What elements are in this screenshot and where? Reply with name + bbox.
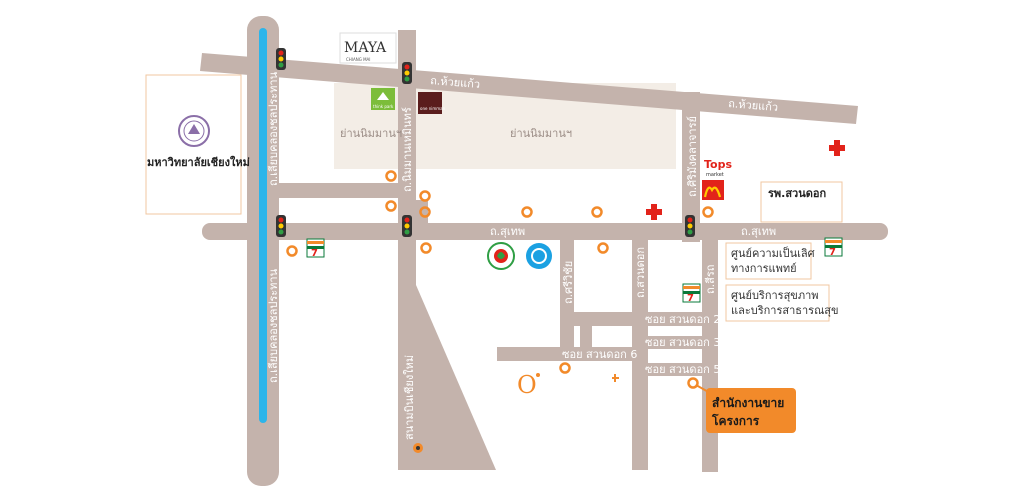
poi-marker (385, 170, 397, 182)
poi-marker (419, 190, 431, 202)
label-nimman-road: ถ.นิมมานเหมินทร์ (401, 107, 414, 192)
canal (259, 28, 267, 423)
road-soi-6 (497, 347, 648, 361)
seven-eleven-1: 7 (306, 238, 325, 259)
label-airport: สนามบินเชียงใหม่ (403, 355, 416, 440)
label-nimman-zone-1: ย่านนิมมานฯ (340, 127, 402, 140)
traffic-lights (276, 48, 695, 237)
medical-center-box (725, 242, 812, 280)
tops-sub: market (706, 172, 724, 178)
svg-text:7: 7 (829, 247, 836, 258)
one-nimman-text: one nimman (420, 106, 446, 111)
university-logo (178, 115, 210, 147)
label-medical-center-2: ทางการแพทย์ (731, 262, 797, 275)
label-medical-center-1: ศูนย์ความเป็นเลิศ (731, 246, 815, 260)
road-sirimangkalajarn (682, 92, 700, 242)
maya-subtitle: CHIANG MAI (346, 57, 370, 62)
label-nimman-zone-2: ย่านนิมมานฯ (510, 127, 572, 140)
label-soi-5: ซอย สวนดอก 5 (645, 363, 720, 376)
traffic-light-5 (685, 215, 695, 237)
hospital-cross-1 (829, 140, 845, 156)
road-connector-1 (279, 183, 399, 198)
label-university: มหาวิทยาลัยเชียงใหม่ (147, 155, 250, 169)
o-logo-dot (536, 373, 540, 377)
poi-marker (521, 206, 533, 218)
road-soi-3 (632, 336, 718, 349)
suan-dok-hospital-box (760, 181, 843, 223)
seven-eleven-logos: 7 7 7 (306, 237, 843, 304)
label-sirimangkalajarn: ถ.ศิริมังคลาจารย์ (686, 116, 699, 197)
think-park-text: think park (373, 104, 394, 109)
health-center-box (725, 284, 830, 322)
label-huay-kaew-2: ถ.ห้วยแก้ว (728, 97, 779, 114)
mcdonalds-logo (702, 180, 724, 200)
think-park-logo: think park (371, 88, 395, 110)
poi-marker (385, 200, 397, 212)
airport-marker-center (416, 446, 420, 450)
seven-eleven-3: 7 (682, 283, 701, 304)
sales-office-box (706, 388, 796, 433)
label-canal-road-2: ถ.เลียบคลองชลประทาน (267, 268, 280, 383)
sales-office-callout: สำนักงานขาย โครงการ (695, 384, 796, 433)
poi-markers (286, 170, 714, 389)
poi-marker (420, 242, 432, 254)
road-soi-link (580, 326, 592, 350)
svg-text:7: 7 (687, 293, 694, 304)
label-soi-6: ซอย สวนดอก 6 (562, 348, 637, 361)
krungthai-bank-logo (526, 243, 552, 269)
label-soi-2: ซอย สวนดอก 2 (645, 313, 720, 326)
label-huay-kaew-1: ถ.ห้วยแก้ว (430, 74, 481, 91)
label-srivichai: ถ.ศรีวิชัย (562, 261, 575, 304)
hospital-cross-2 (646, 204, 662, 220)
poi-marker (286, 245, 298, 257)
poi-marker (702, 206, 714, 218)
one-nimman-logo: one nimman (418, 92, 446, 114)
poi-marker (591, 206, 603, 218)
sales-office-line1: สำนักงานขาย (712, 396, 784, 410)
label-soi-3: ซอย สวนดอก 3 (645, 336, 720, 349)
tops-market-logo: Tops market (704, 158, 732, 178)
label-suthep-2: ถ.สุเทพ (741, 225, 776, 238)
poi-marker (559, 362, 571, 374)
sales-office-line2: โครงการ (711, 413, 760, 428)
road-connector-2 (416, 200, 428, 223)
label-suan-dok-hospital: รพ.สวนดอก (768, 187, 826, 200)
road-soi-5 (632, 363, 718, 376)
label-health-center-1: ศูนย์บริการสุขภาพ (731, 289, 819, 302)
traffic-light-2 (402, 62, 412, 84)
label-suan-dok: ถ.สวนดอก (634, 247, 647, 298)
label-saeng-rot: ถ.สีรถ (704, 265, 717, 294)
svg-text:7: 7 (311, 248, 318, 259)
road-soi-2 (560, 312, 718, 326)
poi-marker (597, 242, 609, 254)
o-logo: O (517, 371, 537, 399)
traffic-light-3 (276, 215, 286, 237)
road-airport-wedge (398, 285, 496, 470)
road-suthep (202, 223, 888, 240)
maya-title: MAYA (344, 40, 387, 56)
traffic-light-4 (402, 215, 412, 237)
traffic-light-1 (276, 48, 286, 70)
small-plus-marker (612, 374, 619, 382)
maya-logo: MAYA CHIANG MAI (339, 32, 397, 64)
tops-text: Tops (704, 158, 732, 171)
seven-eleven-2: 7 (824, 237, 843, 258)
poi-marker (687, 377, 699, 389)
label-health-center-2: และบริการสาธารณสุข (731, 304, 839, 317)
poi-marker (419, 206, 431, 218)
kasikorn-bank-logo (487, 242, 515, 270)
label-suthep-1: ถ.สุเทพ (490, 225, 525, 238)
label-canal-road-1: ถ.เลียบคลองชลประทาน (267, 71, 280, 186)
